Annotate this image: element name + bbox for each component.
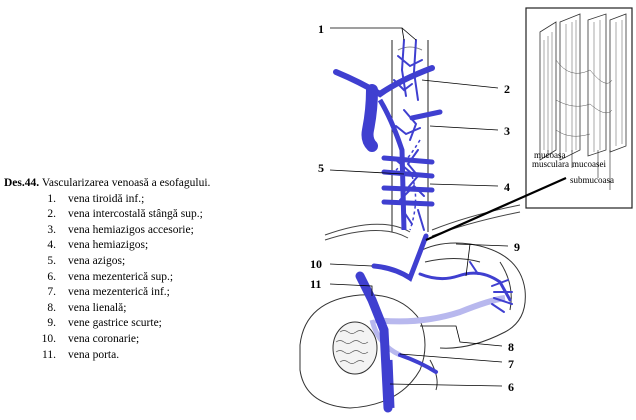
inset-label: musculara: [532, 159, 569, 169]
legend-label: vena coronarie;: [68, 332, 140, 345]
legend-number: 5: [40, 254, 56, 270]
legend-item: 10 vena coronarie;: [4, 332, 294, 348]
legend-item: 11 vena porta.: [4, 348, 294, 364]
legend-item: 5 vena azigos;: [4, 254, 294, 270]
liver-outline: [299, 294, 438, 409]
legend-item: 4 vena hemiazigos;: [4, 238, 294, 254]
brachiocephalic-veins: [333, 65, 435, 98]
azygos-vein: [377, 98, 407, 231]
mesenteric-branch: [398, 353, 438, 374]
inset-label: mucoasa: [534, 150, 566, 160]
superior-mesenteric-vein: [383, 359, 395, 409]
callout-number: 1: [318, 22, 324, 36]
legend-label: vena lienală;: [68, 301, 127, 314]
callout-number: 4: [504, 180, 510, 194]
callout-number: 9: [514, 240, 520, 254]
legend-label: vena porta.: [68, 348, 120, 361]
legend-label: vena mezenterică sup.;: [68, 270, 174, 283]
callout-number: 7: [508, 357, 514, 371]
legend-label: vena hemiazigos accesorie;: [68, 223, 194, 236]
legend-number: 7: [40, 285, 56, 301]
legend-item: 8 vena lienală;: [4, 301, 294, 317]
legend-label: vene gastrice scurte;: [68, 317, 162, 330]
callout-number: 11: [310, 277, 321, 291]
legend-label: vena intercostală stângă sup.;: [68, 208, 203, 221]
hemiazygos-connection: [395, 139, 421, 231]
legend-list: 1 vena tiroidă inf.; 2 vena intercostală s…: [4, 192, 294, 364]
caption-title: Vascularizarea venoasă a esofagului.: [41, 177, 211, 189]
azygos-arch: [361, 84, 378, 152]
legend-number: 8: [40, 301, 56, 317]
esophageal-vein-network: [393, 39, 425, 231]
legend-number: 10: [40, 332, 56, 348]
callout-number: 6: [508, 380, 514, 394]
legend-number: 9: [40, 316, 56, 332]
gastric-veins: [418, 271, 512, 302]
callout-number: 8: [508, 340, 514, 354]
figure-caption: Des.44. Vascularizarea venoasă a esofagu…: [4, 176, 294, 192]
legend-item: 3 vena hemiazigos accesorie;: [4, 223, 294, 239]
inset-label: submucoasa: [570, 175, 614, 185]
caption-block: Des.44. Vascularizarea venoasă a esofagu…: [4, 176, 294, 363]
callout-number: 5: [318, 161, 324, 175]
legend-label: vena tiroidă inf.;: [68, 192, 145, 205]
legend-number: 3: [40, 223, 56, 239]
coronary-vein: [371, 233, 429, 282]
legend-label: vena mezenterică inf.;: [68, 286, 170, 299]
legend-number: 11: [40, 348, 56, 364]
short-gastric-veins: [469, 261, 513, 313]
splenic-vein: [374, 295, 506, 325]
inset-wall-detail: mucoasa musculara mucoasei submucoasa: [525, 7, 633, 209]
legend-number: 4: [40, 238, 56, 254]
legend-item: 7 vena mezenterică inf.;: [4, 285, 294, 301]
caption-prefix: Des.44.: [4, 177, 40, 189]
callout-number: 3: [504, 124, 510, 138]
inset-label: mucoasei: [572, 159, 606, 169]
stomach-outline: [417, 242, 526, 349]
callout-number: 2: [504, 82, 510, 96]
pancreas-texture: [332, 321, 378, 375]
legend-item: 9 vene gastrice scurte;: [4, 316, 294, 332]
legend-item: 1 vena tiroidă inf.;: [4, 192, 294, 208]
legend-label: vena azigos;: [68, 254, 126, 267]
legend-label: vena hemiazigos;: [68, 239, 149, 252]
callout-number: 10: [310, 257, 322, 271]
inset-connector: [425, 176, 567, 242]
legend-item: 6 vena mezenterică sup.;: [4, 270, 294, 286]
intercostal-veins: [381, 109, 443, 207]
legend-item: 2 vena intercostală stângă sup.;: [4, 207, 294, 223]
legend-number: 2: [40, 207, 56, 223]
legend-number: 6: [40, 270, 56, 286]
legend-number: 1: [40, 192, 56, 208]
callout-lines: [329, 27, 509, 387]
